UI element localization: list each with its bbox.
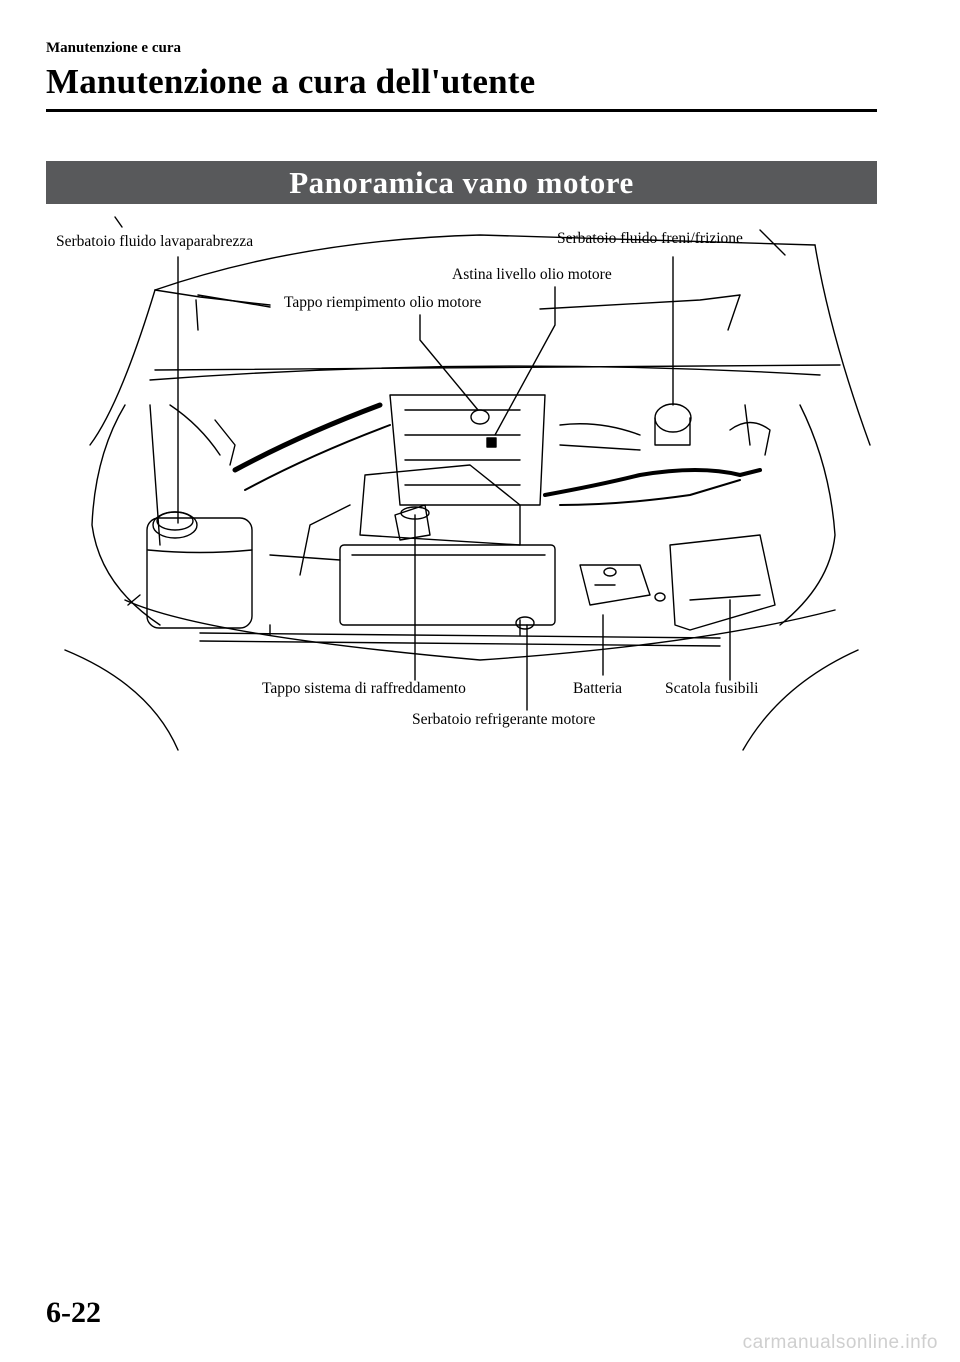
label-fuse-box: Scatola fusibili — [665, 680, 759, 697]
label-washer-reservoir: Serbatoio fluido lavaparabrezza — [56, 233, 254, 250]
section-banner: Panoramica vano motore — [46, 161, 877, 204]
label-brake-clutch-reservoir: Serbatoio fluido freni/frizione — [557, 230, 743, 247]
page-heading: Manutenzione a cura dell'utente — [46, 62, 536, 101]
section-kicker: Manutenzione e cura — [46, 40, 181, 56]
watermark: carmanualsonline.info — [742, 1332, 938, 1353]
banner-title: Panoramica vano motore — [289, 165, 634, 200]
label-oil-dipstick: Astina livello olio motore — [452, 266, 612, 283]
label-battery: Batteria — [573, 680, 623, 697]
page-number: 6-22 — [46, 1296, 101, 1329]
heading-rule — [46, 109, 877, 112]
label-coolant-reservoir: Serbatoio refrigerante motore — [412, 711, 596, 728]
label-cooling-cap: Tappo sistema di raffreddamento — [262, 680, 466, 697]
label-oil-filler-cap: Tappo riempimento olio motore — [284, 294, 482, 311]
engine-bay-illustration — [64, 216, 871, 751]
engine-bay-figure — [0, 205, 960, 765]
